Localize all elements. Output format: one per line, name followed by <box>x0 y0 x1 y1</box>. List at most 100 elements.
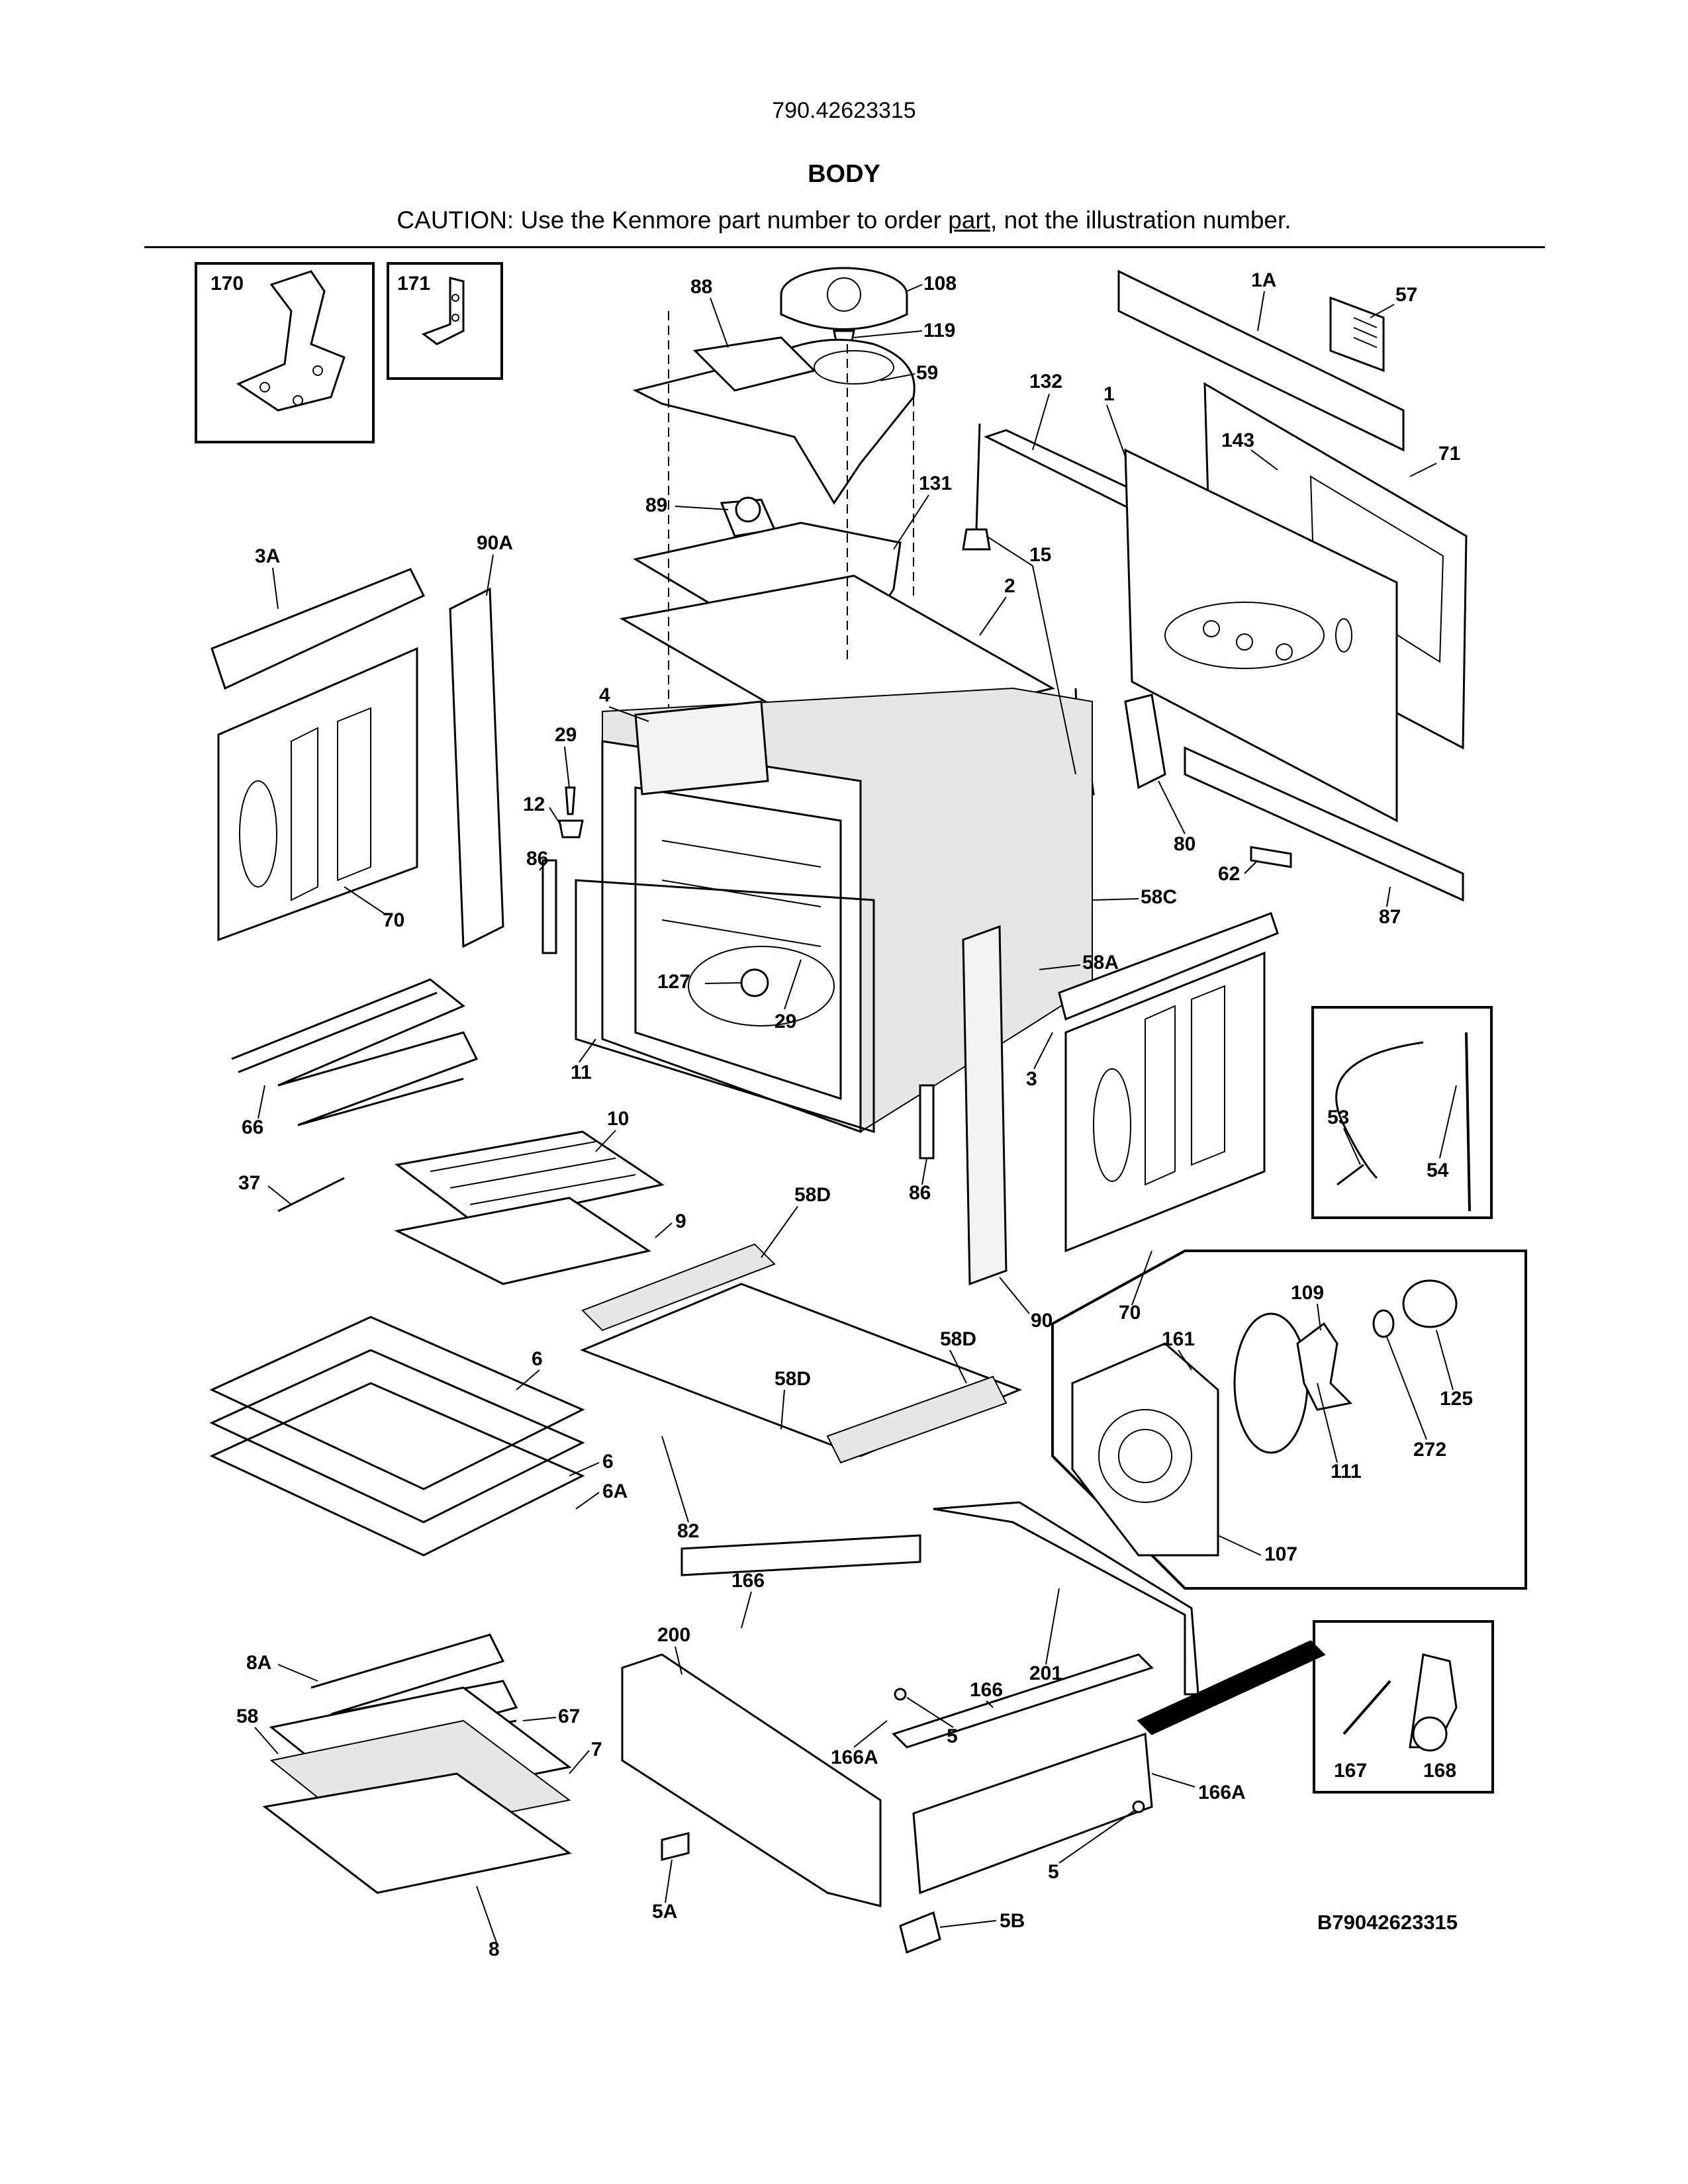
convection-fan-inset <box>1051 1250 1527 1590</box>
callout-132: 132 <box>1029 371 1062 392</box>
drawer-frame-200 <box>621 1534 921 1907</box>
broil-pan-9 <box>394 1197 651 1285</box>
callout-58A: 58A <box>1082 952 1119 974</box>
callout-6A: 6A <box>602 1480 628 1502</box>
drawing-code: B79042623315 <box>1317 1911 1458 1934</box>
header-rule <box>144 246 1545 248</box>
callout-37: 37 <box>238 1172 260 1194</box>
rail-87 <box>1184 746 1464 902</box>
callout-86b: 86 <box>909 1182 931 1204</box>
leveler-5B <box>899 1911 941 1954</box>
callout-58C: 58C <box>1141 886 1177 908</box>
callout-10: 10 <box>607 1108 629 1130</box>
blower-housing-59 <box>632 338 915 505</box>
callout-125: 125 <box>1440 1388 1473 1410</box>
callout-5a: 5 <box>947 1725 958 1747</box>
callout-57: 57 <box>1395 284 1417 306</box>
callout-7: 7 <box>591 1739 602 1760</box>
callout-54: 54 <box>1427 1160 1449 1181</box>
callout-272: 272 <box>1413 1439 1446 1461</box>
callout-70a: 70 <box>383 909 404 931</box>
inset-167-168 <box>1137 1620 1494 1794</box>
thermostat-89 <box>720 496 776 537</box>
callout-87: 87 <box>1379 906 1401 928</box>
insulation-4 <box>634 700 769 796</box>
callout-131: 131 <box>919 473 952 494</box>
callout-29b: 29 <box>774 1011 796 1032</box>
rail-3 <box>1058 912 1279 1021</box>
leader-lines <box>254 284 1457 1943</box>
callout-8: 8 <box>489 1938 500 1960</box>
vent-57 <box>1329 296 1385 373</box>
screw-29 <box>565 786 576 815</box>
callout-90: 90 <box>1031 1310 1053 1332</box>
callout-166b: 166 <box>970 1679 1003 1701</box>
broil-pan-insert-10 <box>395 1130 665 1226</box>
insulation-58D-b <box>826 1375 1008 1464</box>
callout-167: 167 <box>1334 1760 1367 1782</box>
callout-62: 62 <box>1218 863 1240 885</box>
callout-labels: 170 171 88 108 119 59 1A 57 132 1 143 71… <box>211 269 1473 1960</box>
callout-3: 3 <box>1026 1068 1037 1090</box>
back-wall-1 <box>1124 448 1398 823</box>
callout-58Dc: 58D <box>774 1368 811 1390</box>
slide-166 <box>892 1653 1154 1749</box>
callout-70b: 70 <box>1119 1302 1141 1324</box>
callout-111: 111 <box>1331 1461 1362 1482</box>
callout-127: 127 <box>657 971 690 993</box>
callout-82: 82 <box>677 1520 699 1542</box>
callout-168: 168 <box>1423 1760 1456 1782</box>
side-panel-70-left <box>217 647 418 942</box>
rail-166A <box>912 1732 1153 1895</box>
callout-119: 119 <box>923 320 955 341</box>
callout-86a: 86 <box>526 848 548 870</box>
inset-170 <box>195 262 375 443</box>
motor-108 <box>780 267 908 330</box>
inset-53-54 <box>1311 1006 1493 1219</box>
model-number: 790.42623315 <box>772 98 916 123</box>
callout-166a: 166 <box>731 1570 765 1592</box>
gasket-11 <box>575 879 875 1134</box>
sensor-37 <box>277 1177 345 1212</box>
rail-3A <box>211 568 426 690</box>
bracket-80 <box>1124 694 1166 790</box>
callout-5b: 5 <box>1048 1861 1059 1883</box>
callout-9: 9 <box>675 1210 686 1232</box>
hinge-receiver-86b <box>919 1084 935 1160</box>
hinge-receiver-86a <box>541 859 557 954</box>
callout-200: 200 <box>657 1624 690 1646</box>
callout-29a: 29 <box>555 724 577 746</box>
callout-90A: 90A <box>477 532 513 554</box>
frame-82 <box>579 1283 1023 1457</box>
callout-88: 88 <box>690 276 712 298</box>
side-trim-90 <box>962 925 1008 1286</box>
callout-3A: 3A <box>255 545 280 567</box>
side-panel-70-right <box>1064 951 1266 1253</box>
cover-88 <box>692 336 816 392</box>
caution-part-link: part <box>948 206 991 234</box>
callout-143: 143 <box>1221 430 1254 451</box>
callout-67: 67 <box>558 1706 580 1727</box>
callout-6a: 6 <box>532 1348 543 1370</box>
drawer-frame-201 <box>933 1501 1199 1696</box>
callout-2: 2 <box>1004 575 1015 597</box>
callout-166Ab: 166A <box>1198 1782 1246 1803</box>
callout-166Aa: 166A <box>831 1747 878 1768</box>
side-trim-90A <box>449 587 504 948</box>
callout-6b: 6 <box>602 1451 614 1473</box>
callout-12: 12 <box>523 794 545 815</box>
callout-5A: 5A <box>652 1901 677 1923</box>
foot-5b <box>1132 1800 1145 1813</box>
callout-11: 11 <box>571 1062 592 1083</box>
insulation-58D <box>581 1243 776 1332</box>
callout-161: 161 <box>1162 1328 1195 1350</box>
callout-80: 80 <box>1174 833 1196 855</box>
panel-8 <box>262 1772 572 1894</box>
callout-59: 59 <box>916 362 938 384</box>
callout-108: 108 <box>923 273 957 295</box>
caution-note: CAUTION: Use the Kenmore part number to … <box>0 206 1688 234</box>
callout-58: 58 <box>236 1706 258 1727</box>
callout-8A: 8A <box>246 1652 271 1674</box>
caution-prefix: CAUTION: Use the Kenmore part number to … <box>397 206 949 234</box>
